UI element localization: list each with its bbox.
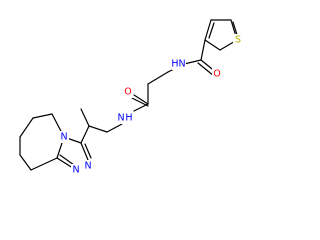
bond — [80, 108, 90, 127]
bond — [84, 143, 92, 159]
atom-o-carbonyl-2: O — [124, 87, 131, 98]
bond — [133, 103, 149, 112]
atom-label-layer: S O N H O N H N N N — [59, 34, 243, 176]
atom-n-triazole-bridge: N — [60, 132, 67, 143]
bond — [106, 123, 123, 133]
bond — [59, 154, 75, 166]
atom-h-amide-1: H — [171, 59, 178, 70]
atom-label-n5: N — [71, 164, 81, 176]
atom-label-s: S — [233, 34, 243, 46]
bond — [197, 62, 215, 77]
bond — [204, 39, 221, 51]
atom-n-triazole-2: N — [72, 165, 79, 176]
bond — [32, 113, 53, 119]
atom-label-nh1: N H — [171, 58, 186, 70]
bond — [19, 154, 32, 171]
atom-s: S — [235, 35, 241, 46]
bond — [88, 125, 108, 133]
atom-h-amide-2: H — [125, 113, 132, 124]
bond — [208, 22, 215, 39]
atom-label-o2: O — [123, 86, 133, 98]
atom-label-o1: O — [212, 68, 222, 80]
atom-o-carbonyl-1: O — [213, 69, 220, 80]
atom-n-amide-1: N — [178, 59, 185, 70]
atom-n-triazole-1: N — [84, 161, 91, 172]
atom-label-nh2: N H — [116, 112, 134, 124]
atom-n-amide-2: N — [117, 113, 124, 124]
bond — [204, 19, 212, 41]
molecule-structure: S O N H O N H N N N — [19, 19, 243, 176]
atom-label-n4: N — [83, 160, 93, 172]
bond — [19, 117, 34, 138]
bond — [183, 59, 202, 65]
bond — [80, 142, 89, 161]
bond — [30, 157, 58, 171]
bond — [133, 94, 149, 105]
atom-label-n3: N — [59, 131, 69, 143]
bond — [147, 71, 169, 85]
bond — [200, 39, 206, 61]
bond — [80, 125, 90, 144]
